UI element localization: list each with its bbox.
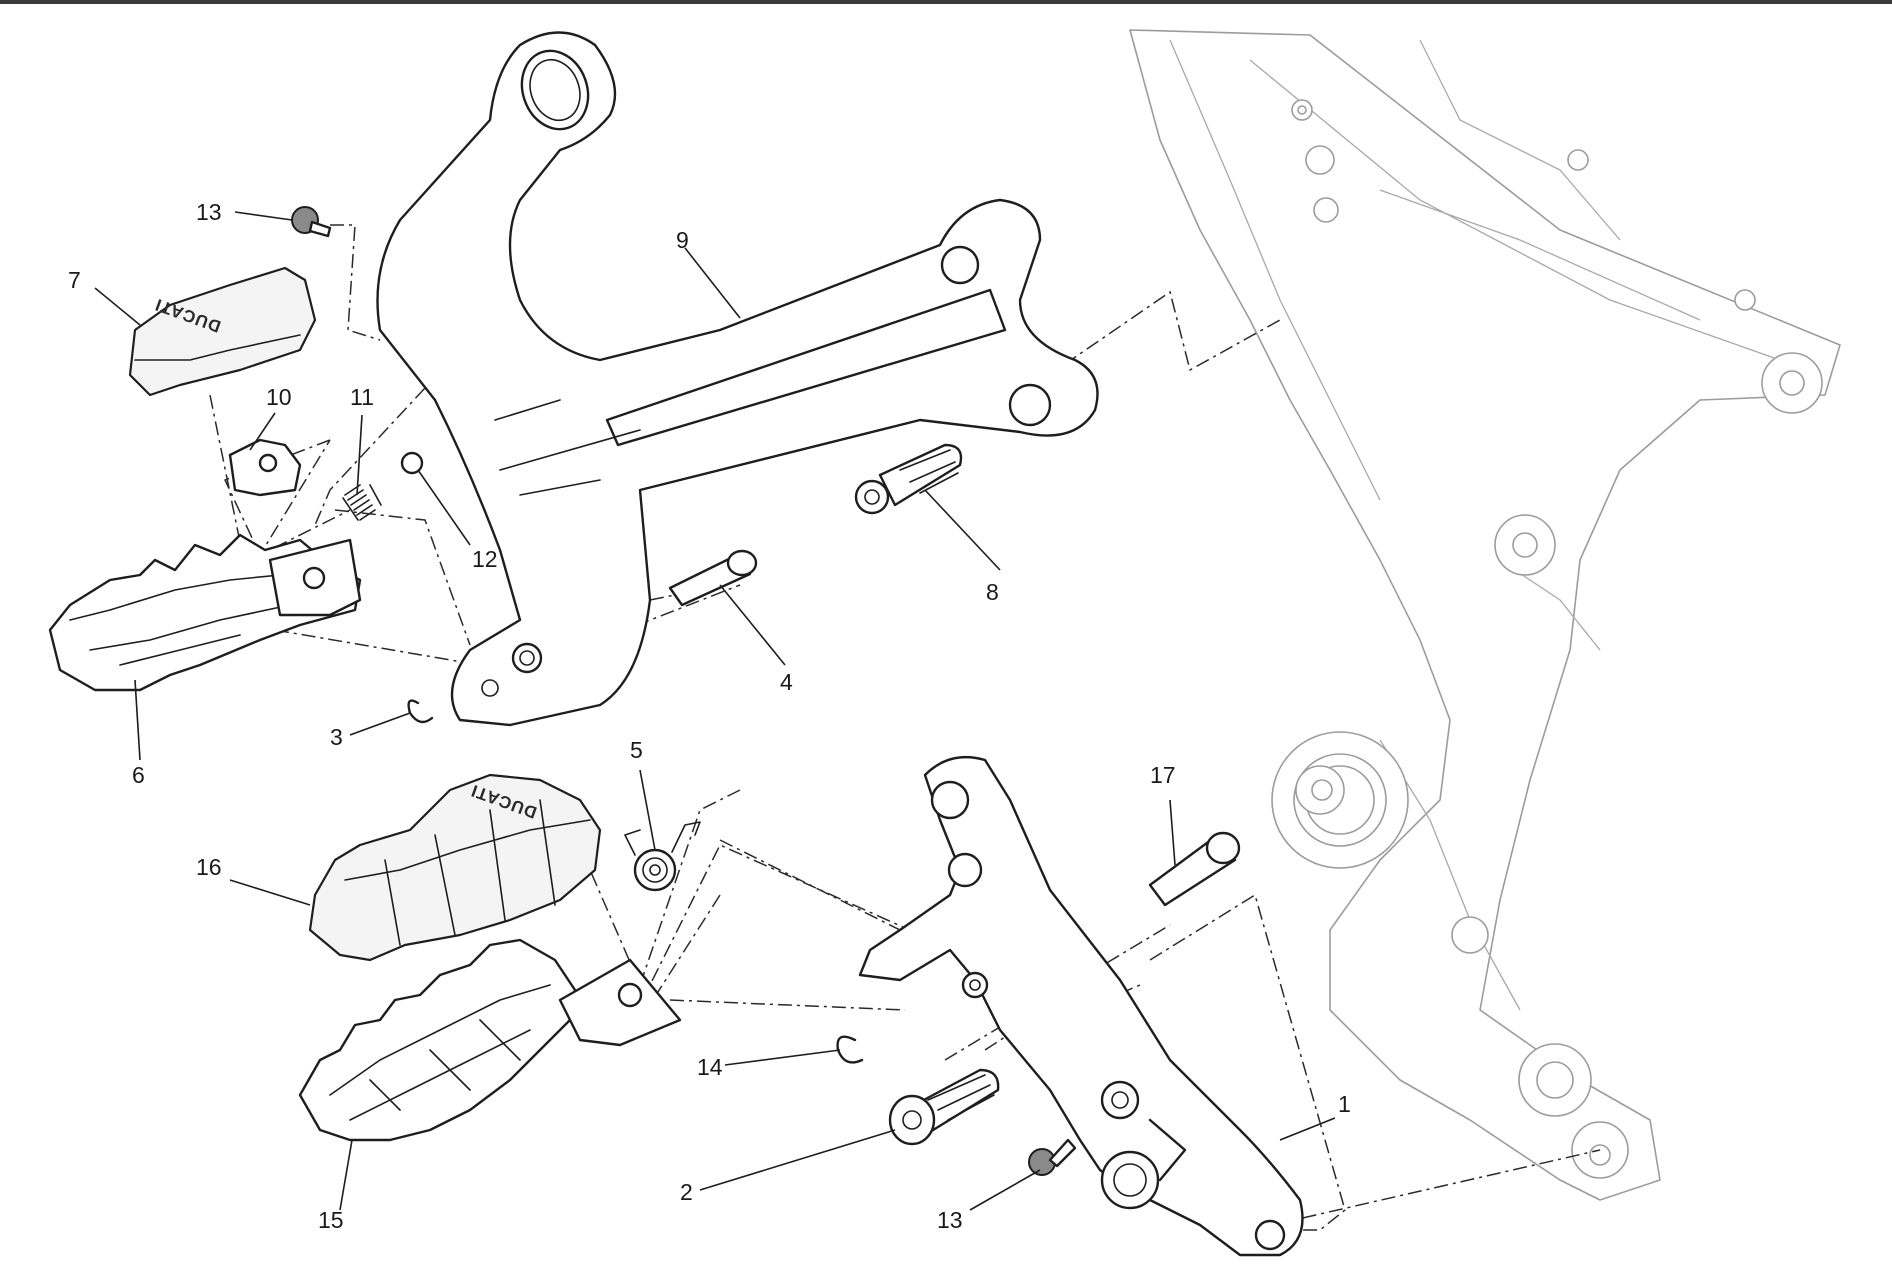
part-15-lower-footpeg xyxy=(298,938,682,1142)
callout-10: 10 xyxy=(266,384,292,410)
top-border-rule xyxy=(0,0,1892,4)
part-10-plate xyxy=(228,438,302,497)
part-13-screw-lower xyxy=(1028,1138,1077,1176)
callout-15: 15 xyxy=(318,1207,344,1233)
callout-3: 3 xyxy=(330,724,343,750)
part-1-lower-footpeg-bracket xyxy=(858,756,1304,1257)
callout-13-lower: 13 xyxy=(937,1207,963,1233)
callout-17: 17 xyxy=(1150,762,1176,788)
part-3-clip xyxy=(407,699,434,724)
part-12-ball xyxy=(400,451,424,475)
part-17-pin xyxy=(1148,831,1241,907)
part-14-clip xyxy=(836,1035,864,1064)
part-11-spring xyxy=(342,484,382,521)
callout-16: 16 xyxy=(196,854,222,880)
part-13-screw-upper xyxy=(291,206,332,238)
callout-numbers: 13 7 9 10 11 12 8 4 3 6 5 16 17 14 2 13 … xyxy=(68,199,1351,1233)
callout-8: 8 xyxy=(986,579,999,605)
part-4-pin xyxy=(668,549,758,607)
callout-9: 9 xyxy=(676,227,689,253)
callout-1: 1 xyxy=(1338,1091,1351,1117)
callout-11: 11 xyxy=(350,384,374,410)
callout-14: 14 xyxy=(697,1054,723,1080)
part-8-bolt xyxy=(854,443,963,515)
callout-13-upper: 13 xyxy=(196,199,222,225)
part-16-lower-rubber: DUCATI xyxy=(308,773,602,962)
callout-6: 6 xyxy=(132,762,145,788)
part-2-socket-bolt xyxy=(888,1068,1000,1146)
part-6-upper-footpeg xyxy=(48,533,362,692)
callout-2: 2 xyxy=(680,1179,693,1205)
callout-12: 12 xyxy=(472,546,498,572)
callout-5: 5 xyxy=(630,737,643,763)
callout-4: 4 xyxy=(780,669,793,695)
part-7-upper-rubber: DUCATI xyxy=(128,266,317,397)
frame-outline xyxy=(1129,29,1841,1201)
callout-7: 7 xyxy=(68,267,81,293)
part-5-spring xyxy=(624,821,701,892)
part-9-upper-footpeg-bracket xyxy=(376,31,1099,727)
callout-leader-lines xyxy=(94,211,1336,1211)
